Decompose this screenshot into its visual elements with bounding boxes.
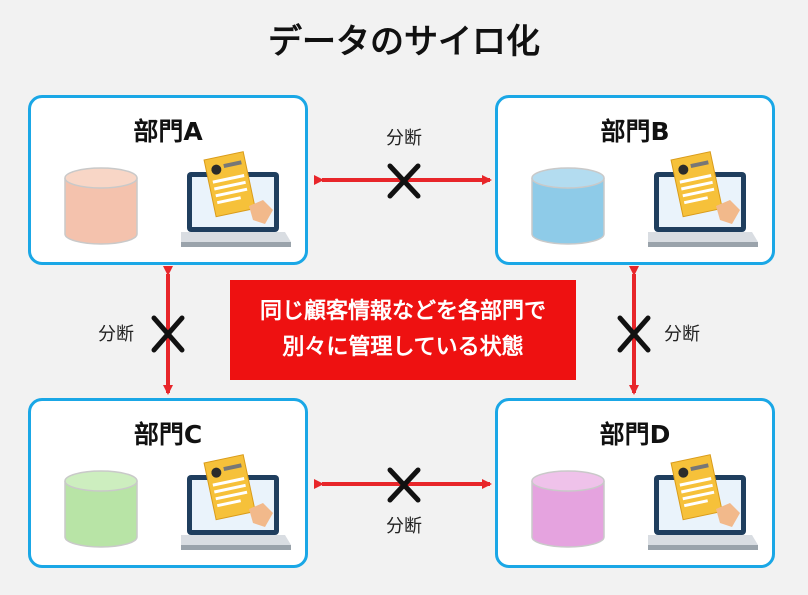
cut-x-icon <box>387 467 421 503</box>
silo-description-banner: 同じ顧客情報などを各部門で 別々に管理している状態 <box>230 280 576 380</box>
arrow-a-c <box>151 266 185 395</box>
link-label-bottom: 分断 <box>386 516 422 537</box>
department-d-box: 部門D <box>495 398 775 568</box>
link-label-left: 分断 <box>98 324 134 345</box>
arrow-a-b <box>314 163 492 199</box>
link-label-top: 分断 <box>386 128 422 149</box>
department-a-box: 部門A <box>28 95 308 265</box>
banner-line-1: 同じ顧客情報などを各部門で <box>259 299 546 324</box>
cut-x-icon <box>387 163 421 199</box>
department-b-box: 部門B <box>495 95 775 265</box>
laptop-resume-icon <box>181 151 291 247</box>
department-a-name: 部門A <box>133 117 203 146</box>
database-icon <box>531 470 605 548</box>
department-c-name: 部門C <box>133 420 203 449</box>
department-c-box: 部門C <box>28 398 308 568</box>
laptop-resume-icon <box>648 151 758 247</box>
cut-x-icon <box>617 315 651 353</box>
database-icon <box>531 167 605 245</box>
cut-x-icon <box>151 315 185 353</box>
page-title: データのサイロ化 <box>268 22 540 62</box>
banner-line-2: 別々に管理している状態 <box>282 335 524 360</box>
link-label-right: 分断 <box>664 324 700 345</box>
department-b-name: 部門B <box>600 117 670 146</box>
laptop-resume-icon <box>181 454 291 550</box>
database-icon <box>64 167 138 245</box>
laptop-resume-icon <box>648 454 758 550</box>
arrow-b-d <box>617 266 651 395</box>
database-icon <box>64 470 138 548</box>
department-d-name: 部門D <box>599 420 671 449</box>
arrow-c-d <box>314 467 492 503</box>
